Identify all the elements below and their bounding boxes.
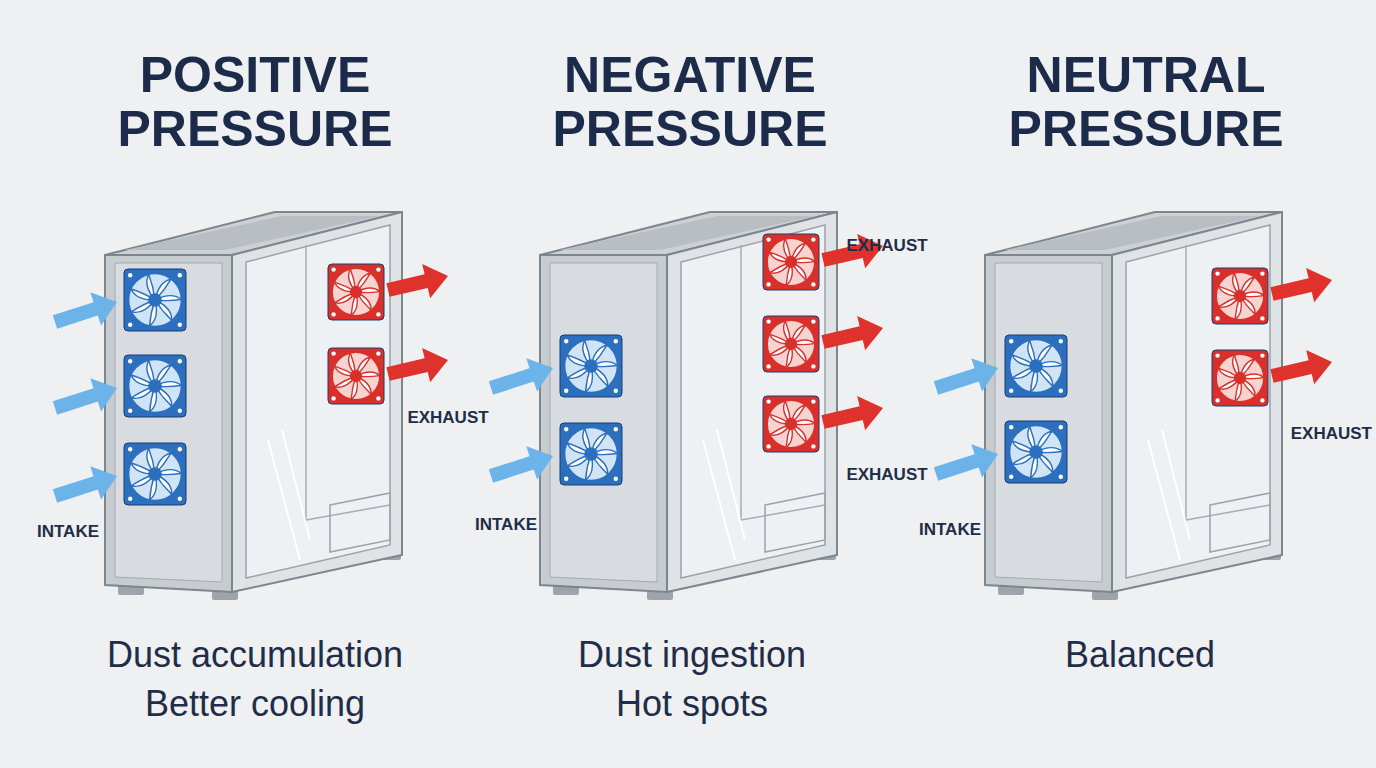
exhaust-label: EXHAUST xyxy=(846,465,927,485)
airflow-arrow xyxy=(1268,263,1336,311)
airflow-arrow xyxy=(1268,345,1336,393)
case-fan xyxy=(1212,268,1268,324)
airflow-arrow xyxy=(384,343,452,391)
effect-caption: Balanced xyxy=(1065,635,1215,675)
case-fan xyxy=(124,355,186,417)
airflow-arrow xyxy=(931,351,1004,404)
case-fan xyxy=(560,423,622,485)
column-title: NEUTRAL PRESSURE xyxy=(986,48,1306,156)
effect-caption: Dust accumulation xyxy=(107,635,403,675)
case-fan xyxy=(763,396,819,452)
airflow-arrow xyxy=(819,311,887,359)
case-fan xyxy=(328,348,384,404)
pc-case xyxy=(486,212,887,600)
intake-label: INTAKE xyxy=(475,515,537,535)
exhaust-label: EXHAUST xyxy=(1291,424,1372,444)
column-title: POSITIVE PRESSURE xyxy=(95,48,415,156)
airflow-arrow xyxy=(486,439,559,492)
case-fan xyxy=(1212,350,1268,406)
case-fan xyxy=(1005,335,1067,397)
case-fan xyxy=(560,335,622,397)
airflow-arrow xyxy=(931,437,1004,490)
intake-label: INTAKE xyxy=(37,522,99,542)
case-fan xyxy=(124,269,186,331)
airflow-arrow xyxy=(384,259,452,307)
case-fan xyxy=(763,316,819,372)
case-fan xyxy=(124,443,186,505)
effect-caption: Dust ingestion xyxy=(578,635,806,675)
airflow-arrow xyxy=(50,459,123,512)
exhaust-label: EXHAUST xyxy=(407,408,488,428)
airflow-arrow xyxy=(50,371,123,424)
pc-case xyxy=(50,212,452,600)
airflow-arrow xyxy=(486,351,559,404)
exhaust-label: EXHAUST xyxy=(846,236,927,256)
airflow-arrow xyxy=(50,285,123,338)
intake-label: INTAKE xyxy=(919,520,981,540)
effect-caption: Hot spots xyxy=(616,684,768,724)
airflow-arrow xyxy=(819,391,887,439)
case-fan xyxy=(1005,421,1067,483)
column-title: NEGATIVE PRESSURE xyxy=(530,48,850,156)
pc-case xyxy=(931,212,1336,600)
case-fan xyxy=(328,264,384,320)
effect-caption: Better cooling xyxy=(145,684,365,724)
case-fan xyxy=(763,234,819,290)
